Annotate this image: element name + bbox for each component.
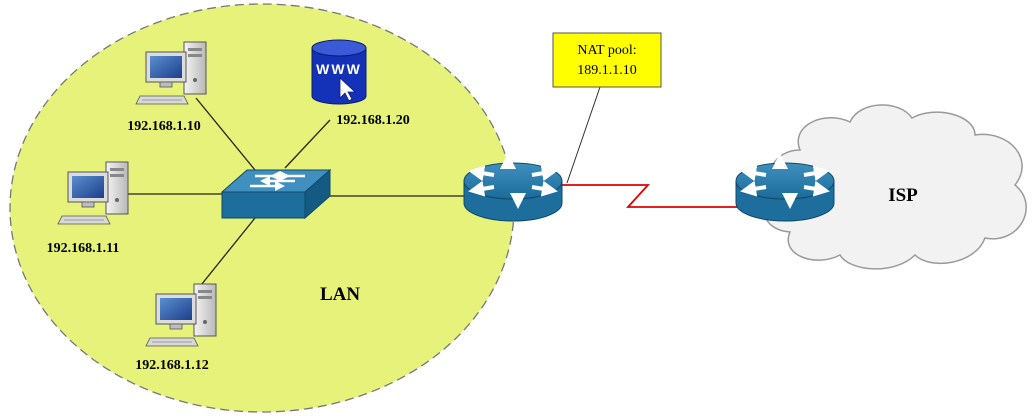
nat-pool-address: 189.1.1.10 xyxy=(577,63,637,78)
switch-icon xyxy=(220,168,332,220)
wan-link xyxy=(562,184,738,208)
server-ip-label: 192.168.1.20 xyxy=(336,113,410,128)
pc2-ip-label: 192.168.1.11 xyxy=(47,241,120,256)
cloud-icon xyxy=(763,104,1027,270)
lan-links xyxy=(127,97,465,306)
pc3-ip-label: 192.168.1.12 xyxy=(135,358,209,373)
router-icon xyxy=(736,161,834,221)
pc1-ip-label: 192.168.1.10 xyxy=(127,119,201,134)
nat-pool-label: NAT pool: xyxy=(577,43,636,58)
server-www: WWW xyxy=(316,61,362,77)
router-icon xyxy=(464,161,562,221)
server-icon: WWW xyxy=(311,39,367,105)
lan-label: LAN xyxy=(320,284,360,305)
isp-label: ISP xyxy=(888,185,918,206)
nat-callout: NAT pool: 189.1.1.10 xyxy=(552,32,662,184)
